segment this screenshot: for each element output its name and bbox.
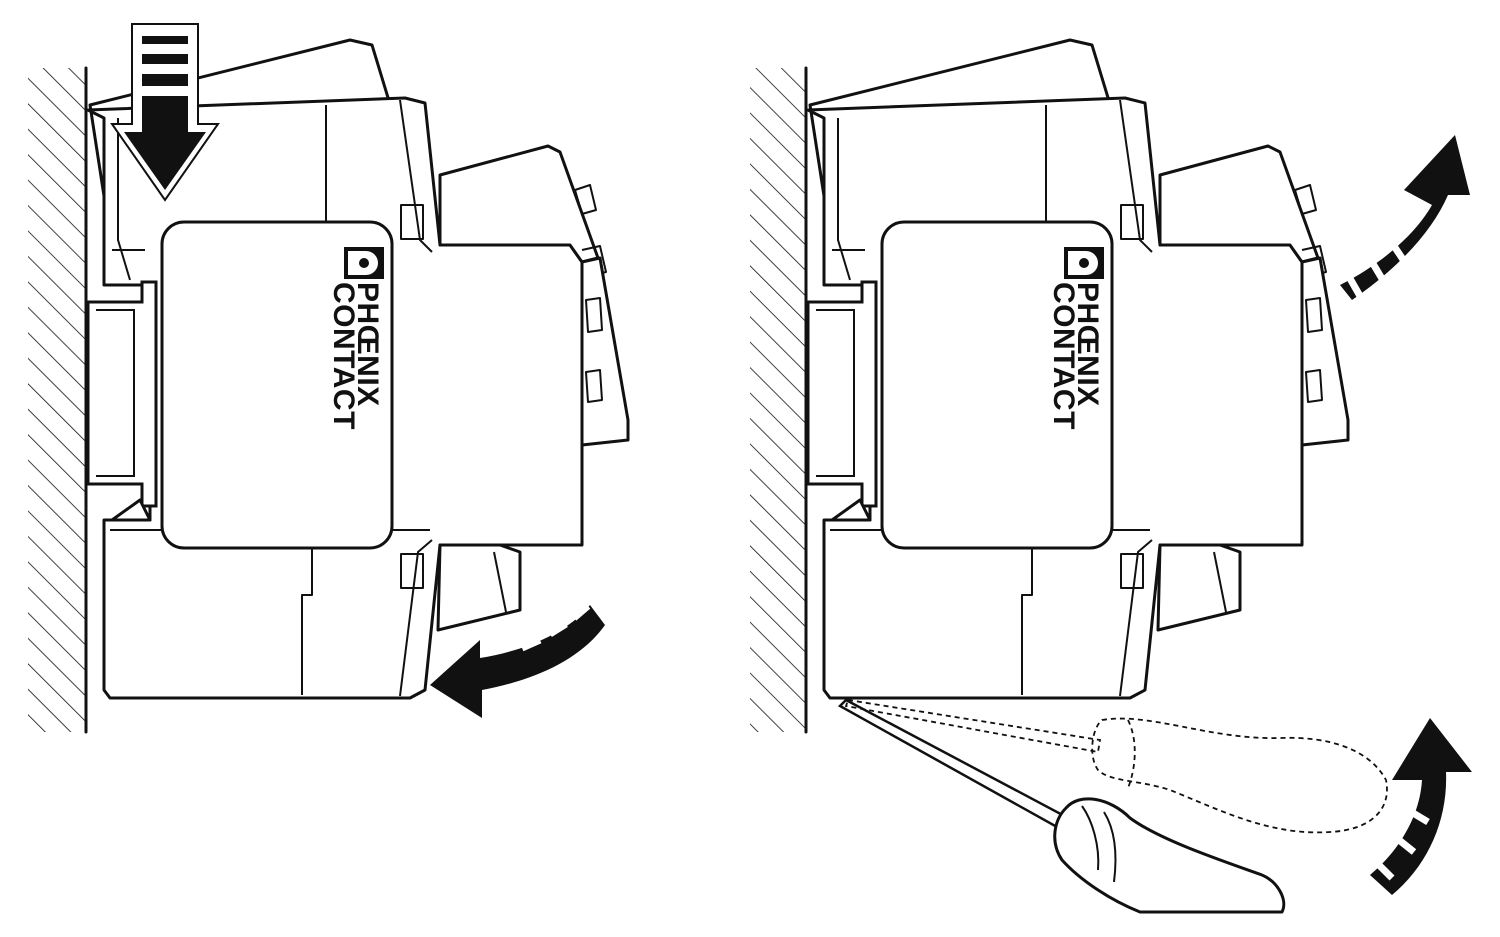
wall-hatch — [28, 68, 86, 732]
panel-mounting: PHŒNIX CONTACT — [28, 23, 630, 734]
push-down-arrow-icon — [110, 23, 220, 202]
screwdriver-icon — [837, 698, 1286, 914]
device-module-right: PHŒNIX CONTACT — [806, 38, 1350, 700]
rotate-out-arrow-icon — [1340, 135, 1470, 300]
screwdriver-alt-position-icon — [844, 698, 1388, 834]
lever-up-arrow-icon — [1370, 718, 1472, 895]
brand-line2-right: CONTACT — [1047, 282, 1080, 430]
device-module-left: PHŒNIX CONTACT — [86, 38, 630, 700]
brand-line2-left: CONTACT — [327, 282, 360, 430]
wall-hatch — [750, 68, 806, 732]
brand-line1-left: PHŒNIX — [351, 282, 384, 407]
brand-line1-right: PHŒNIX — [1071, 282, 1104, 407]
rotate-in-arrow-icon — [430, 603, 605, 718]
panel-removal: PHŒNIX CONTACT — [750, 38, 1472, 914]
